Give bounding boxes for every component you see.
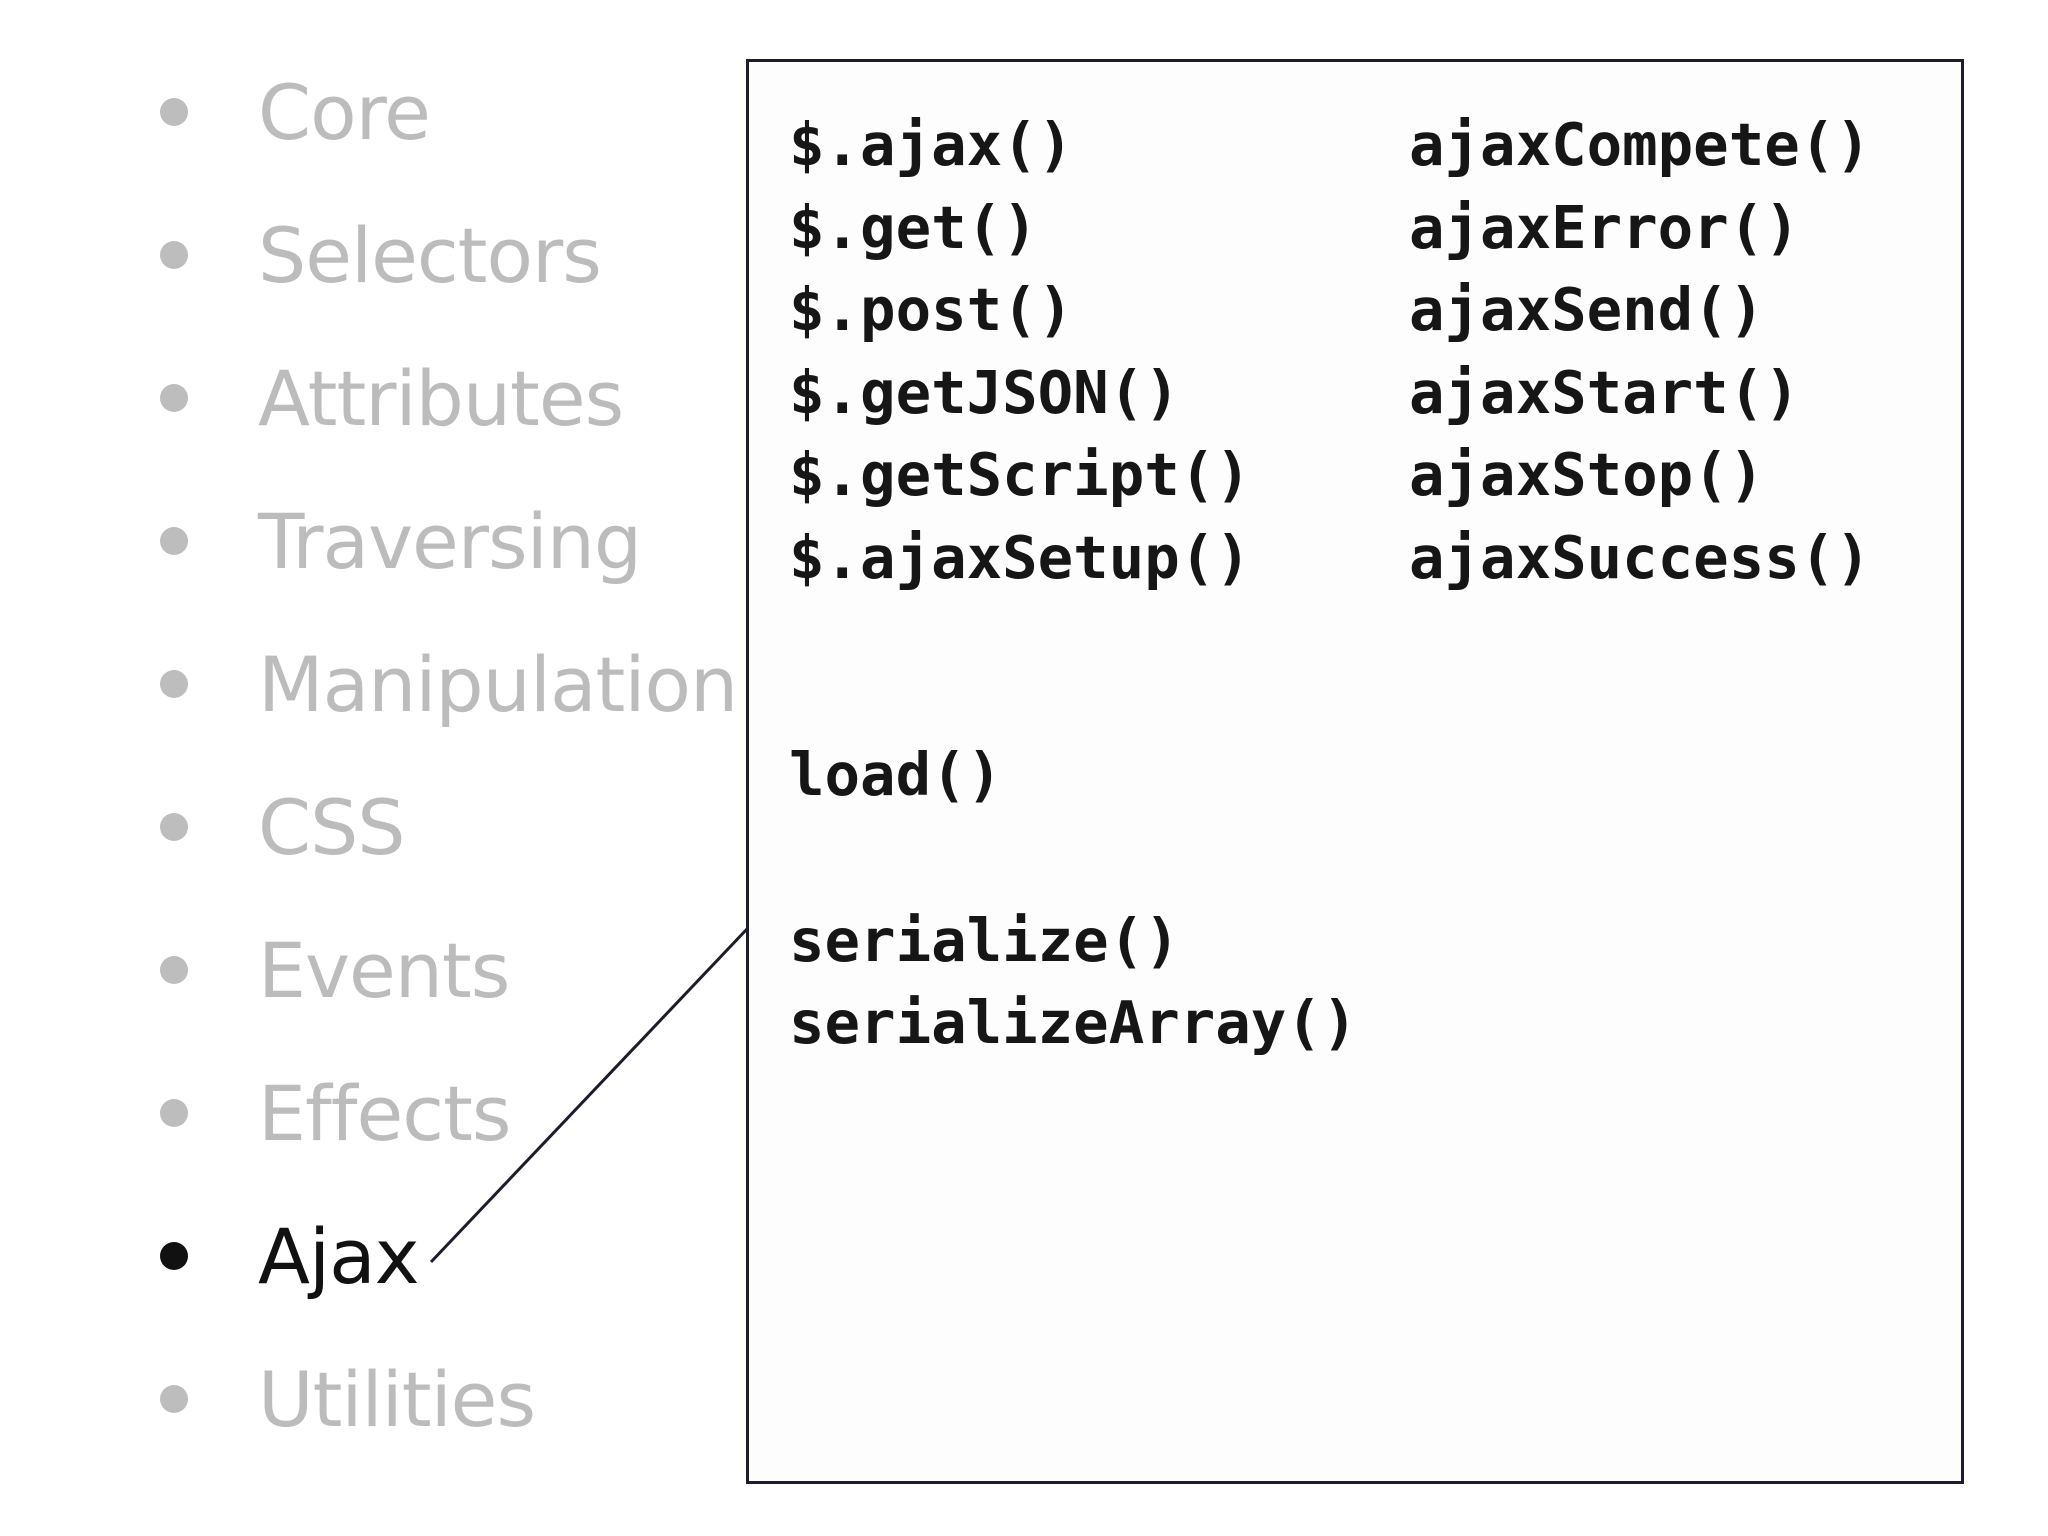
code-serialize-array: serializeArray() (789, 988, 1358, 1057)
code-serialize: serialize() (789, 906, 1180, 975)
bullet-dot-icon (160, 384, 188, 412)
code-method: $.ajaxSetup() (789, 522, 1251, 592)
topic-label: Core (258, 68, 431, 157)
code-method: ajaxStop() (1409, 440, 1765, 509)
bullet-dot-icon (160, 670, 188, 698)
topic-label: Traversing (258, 497, 642, 586)
ajax-methods-panel: $.ajax() ajaxCompete() $.get() ajaxError… (746, 59, 1964, 1484)
code-method: $.ajax() (789, 110, 1074, 179)
topic-label: Selectors (258, 211, 602, 300)
bullet-dot-icon (160, 1099, 188, 1127)
topic-item-core: Core (150, 68, 737, 211)
code-method: ajaxSend() (1409, 275, 1765, 344)
topic-item-manipulation: Manipulation (150, 640, 738, 783)
code-row: $.get() ajaxError() (789, 187, 1871, 270)
topic-item-ajax: Ajax (150, 1212, 737, 1355)
code-method: ajaxCompete() (1409, 110, 1871, 179)
bullet-dot-icon (160, 813, 188, 841)
code-method: $.get() (789, 192, 1038, 262)
bullet-dot-icon (160, 1242, 188, 1270)
topic-list: Core Selectors Attributes Traversing Man… (150, 68, 738, 1498)
topic-item-utilities: Utilities (150, 1355, 737, 1498)
code-row: $.getJSON() ajaxStart() (789, 352, 1871, 435)
code-row: $.ajax() ajaxCompete() (789, 104, 1871, 187)
topic-item-selectors: Selectors (150, 211, 737, 354)
code-method: $.post() (789, 275, 1074, 344)
code-method: $.getJSON() (789, 357, 1180, 427)
topic-label: CSS (258, 783, 406, 872)
topic-item-events: Events (150, 926, 737, 1069)
code-row: $.ajaxSetup() ajaxSuccess() (789, 517, 1871, 600)
topic-label-active: Ajax (258, 1212, 420, 1301)
topic-label: Events (258, 926, 510, 1015)
code-method: ajaxStart() (1409, 357, 1800, 427)
topic-label: Effects (258, 1069, 511, 1158)
bullet-dot-icon (160, 956, 188, 984)
code-method: ajaxSuccess() (1409, 522, 1871, 592)
code-row: $.getScript() ajaxStop() (789, 434, 1871, 517)
code-load: load() (789, 740, 1003, 809)
code-row: $.post() ajaxSend() (789, 269, 1871, 352)
bullet-dot-icon (160, 527, 188, 555)
code-method: $.getScript() (789, 440, 1251, 509)
ajax-method-grid: $.ajax() ajaxCompete() $.get() ajaxError… (789, 104, 1871, 599)
bullet-dot-icon (160, 98, 188, 126)
topic-label: Manipulation (258, 640, 738, 729)
topic-item-css: CSS (150, 783, 737, 926)
topic-item-attributes: Attributes (150, 354, 737, 497)
topic-label: Attributes (258, 354, 624, 443)
code-method: ajaxError() (1409, 192, 1800, 262)
bullet-dot-icon (160, 241, 188, 269)
bullet-dot-icon (160, 1385, 188, 1413)
topic-label: Utilities (258, 1355, 536, 1444)
topic-item-effects: Effects (150, 1069, 737, 1212)
topic-item-traversing: Traversing (150, 497, 737, 640)
